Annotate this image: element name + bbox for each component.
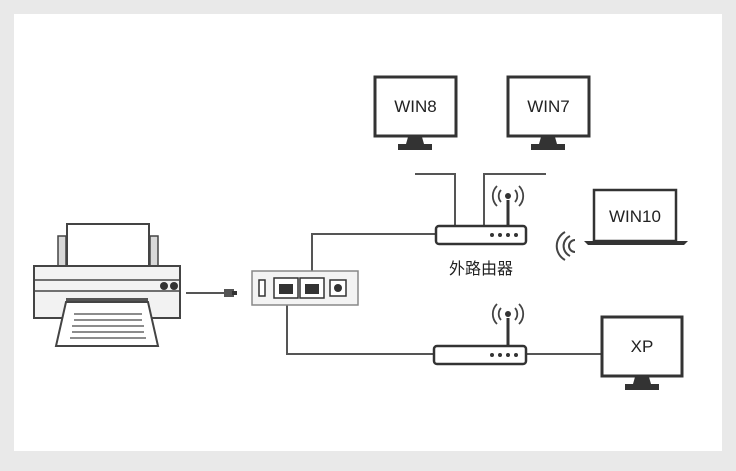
router-bottom (432, 303, 528, 366)
cables (186, 173, 602, 355)
printer-icon (33, 223, 181, 347)
wifi-signal-icon (555, 231, 576, 261)
cable-win7-router (483, 173, 546, 226)
external-router-label: 外路由器 (449, 259, 513, 278)
antenna-signal-icon (491, 185, 525, 207)
switch-box (251, 270, 359, 306)
cable-win8-router (415, 173, 456, 226)
antenna-signal-icon (491, 303, 525, 325)
monitor-win7: WIN7 (506, 75, 591, 150)
cable-switch-router (311, 233, 436, 280)
router-top: 外路由器 (434, 185, 528, 278)
cable-switch-bottom-router (286, 296, 434, 355)
monitor-label-win7: WIN7 (527, 97, 570, 116)
laptop-win10: WIN10 (584, 188, 688, 245)
monitor-label-win8: WIN8 (394, 97, 437, 116)
monitor-xp: XP (600, 315, 684, 390)
usb-plug-icon (224, 289, 237, 297)
laptop-label-win10: WIN10 (609, 207, 661, 226)
monitor-win8: WIN8 (373, 75, 458, 150)
power-switch-icon (258, 279, 266, 297)
monitor-label-xp: XP (631, 337, 654, 356)
